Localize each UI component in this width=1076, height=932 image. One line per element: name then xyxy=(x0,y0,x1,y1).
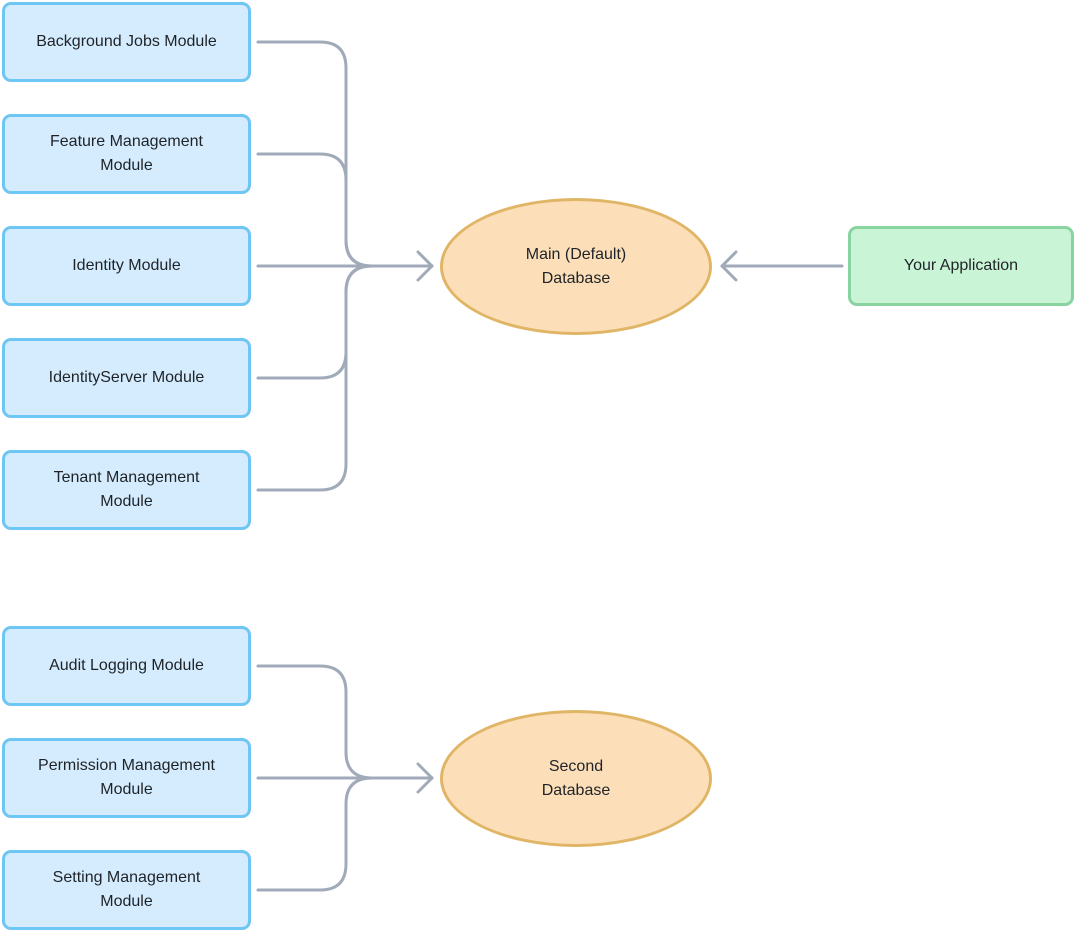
main-database-node: Main (Default) Database xyxy=(440,198,712,335)
setting-management-module-label: Setting Management Module xyxy=(52,869,201,910)
arrowhead-main-db-left xyxy=(416,250,434,282)
feature-management-module-box: Feature Management Module xyxy=(2,114,251,194)
feature-management-module-label: Feature Management Module xyxy=(50,133,203,174)
permission-management-module-label: Permission Management Module xyxy=(38,757,215,798)
your-application-box: Your Application xyxy=(848,226,1074,306)
connector-audit-logging-to-second-db xyxy=(256,664,434,780)
permission-management-module-box: Permission Management Module xyxy=(2,738,251,818)
second-database-node: Second Database xyxy=(440,710,712,847)
identityserver-module-box: IdentityServer Module xyxy=(2,338,251,418)
connector-identityserver-to-main-db xyxy=(256,264,374,380)
second-database-label: Second Database xyxy=(541,757,611,799)
audit-logging-module-label: Audit Logging Module xyxy=(49,657,204,674)
audit-logging-module-box: Audit Logging Module xyxy=(2,626,251,706)
arrowhead-main-db-right xyxy=(720,250,738,282)
arrowhead-second-db-left xyxy=(416,762,434,794)
background-jobs-module-label: Background Jobs Module xyxy=(36,33,217,50)
tenant-management-module-box: Tenant Management Module xyxy=(2,450,251,530)
connector-setting-management-to-second-db xyxy=(256,776,374,892)
setting-management-module-box: Setting Management Module xyxy=(2,850,251,930)
main-database-label: Main (Default) Database xyxy=(525,245,627,287)
connector-feature-management-to-main-db xyxy=(256,152,374,268)
identity-module-label: Identity Module xyxy=(72,257,181,274)
identityserver-module-label: IdentityServer Module xyxy=(48,369,205,386)
tenant-management-module-label: Tenant Management Module xyxy=(53,469,200,510)
background-jobs-module-box: Background Jobs Module xyxy=(2,2,251,82)
identity-module-box: Identity Module xyxy=(2,226,251,306)
your-application-label: Your Application xyxy=(903,257,1019,274)
connector-tenant-management-to-main-db xyxy=(256,264,374,492)
